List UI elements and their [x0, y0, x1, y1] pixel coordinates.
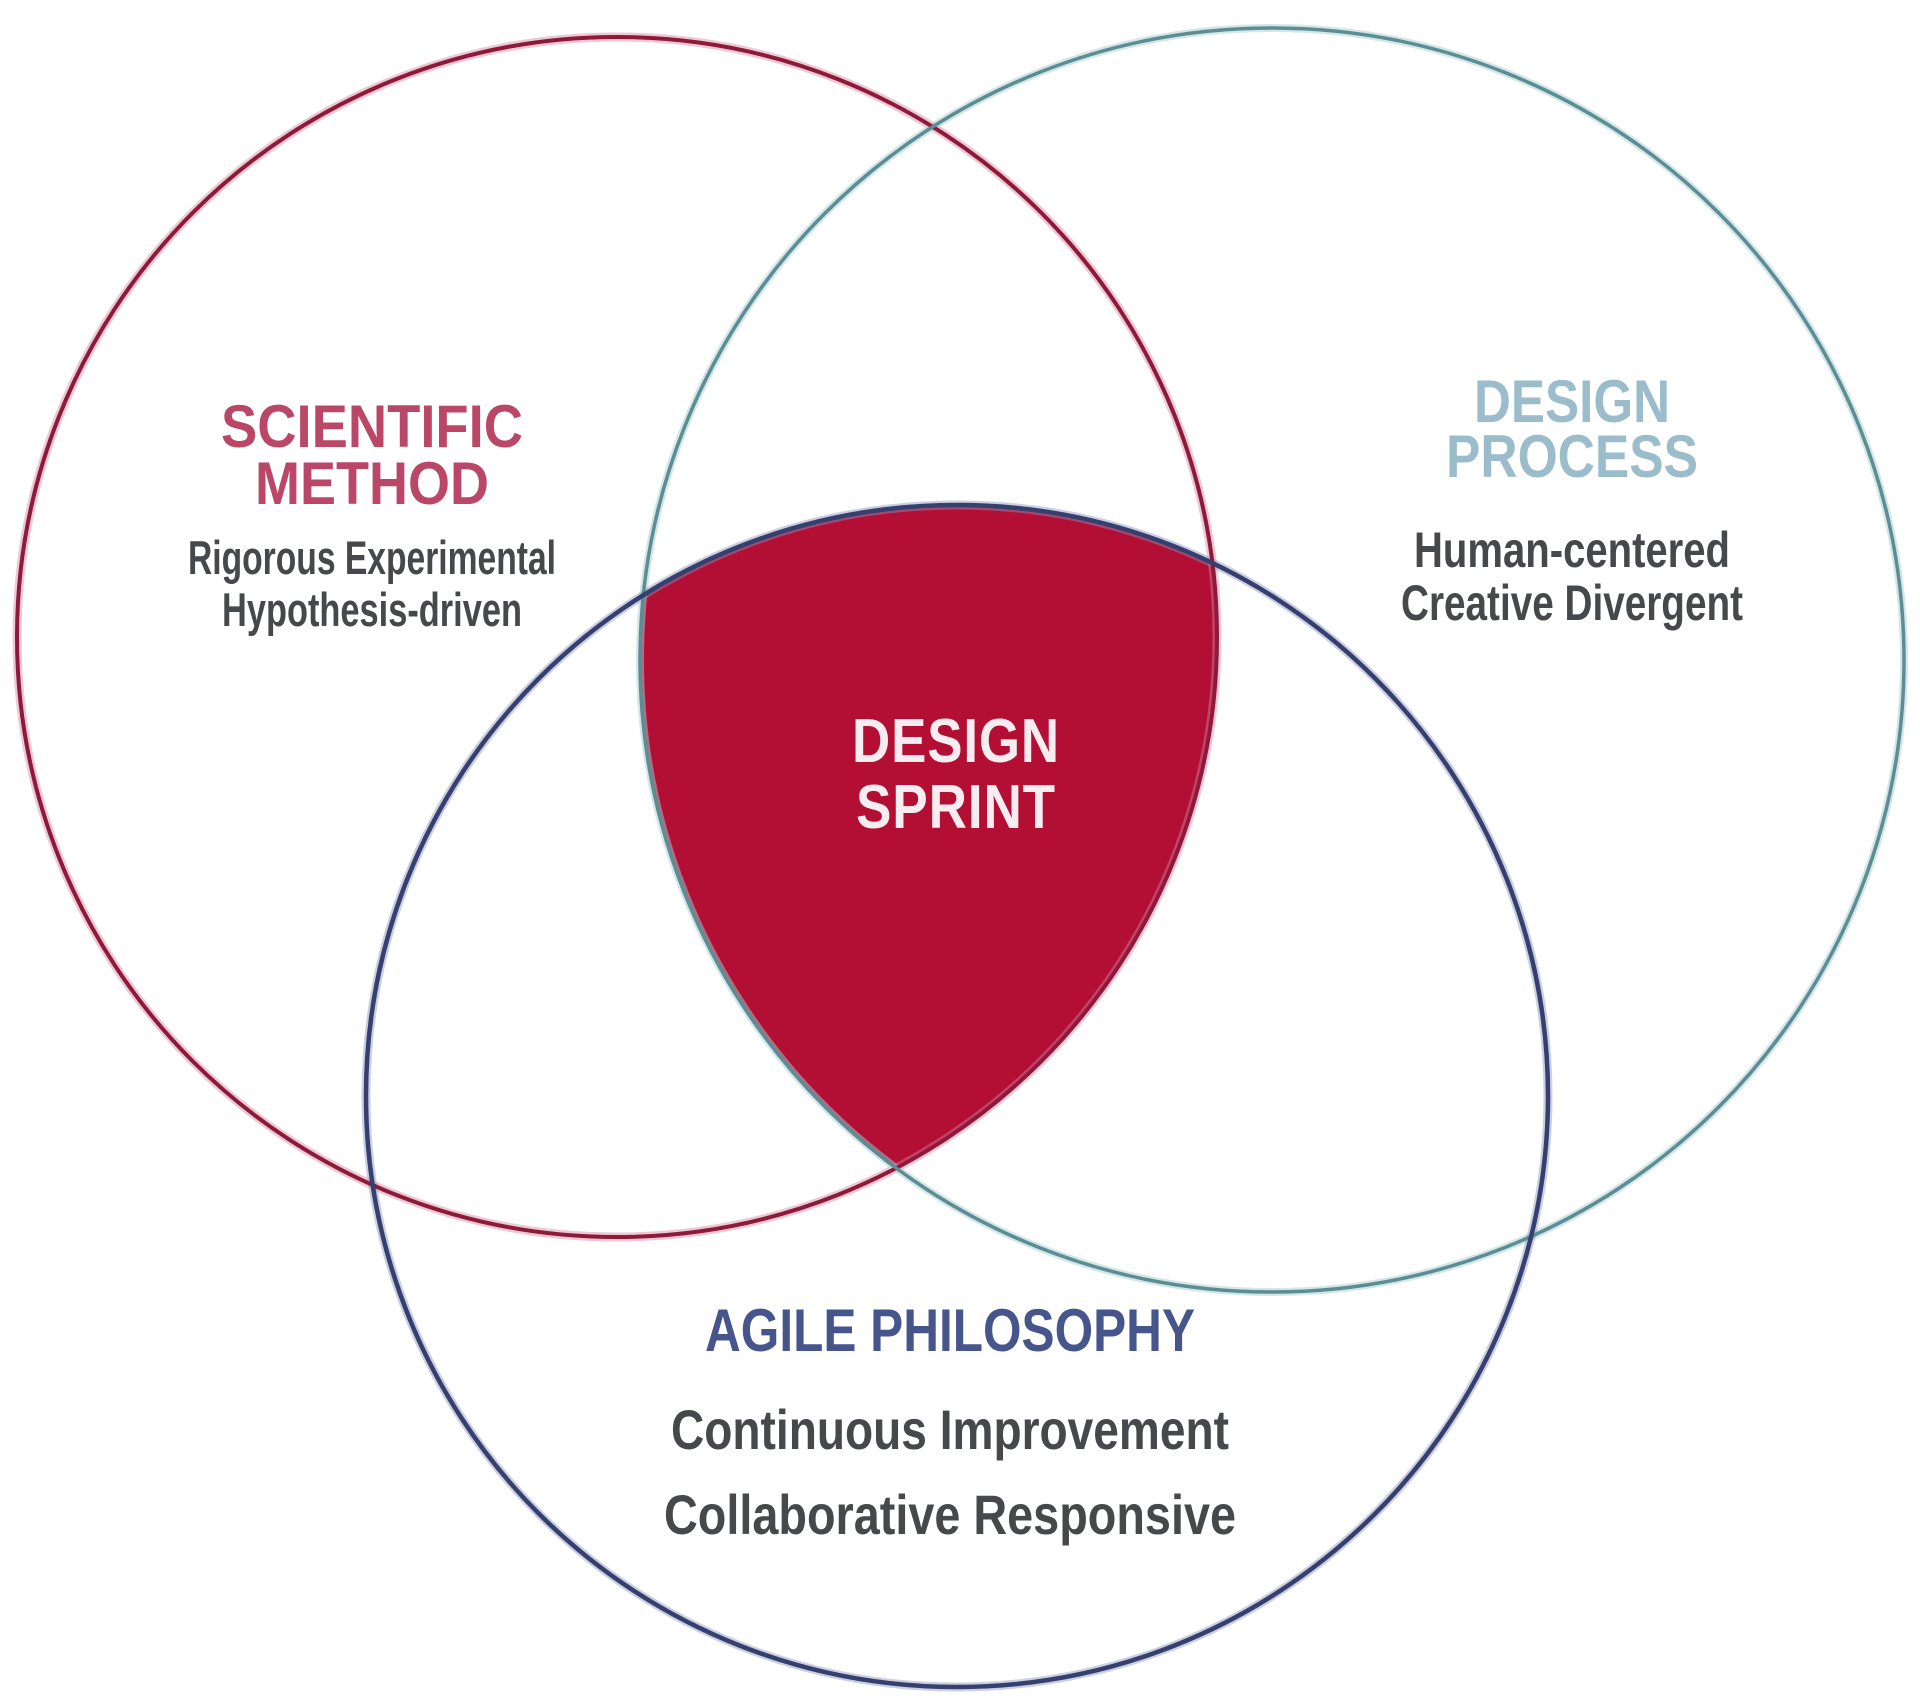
design-process-subtitle-line1: Human-centered [1414, 522, 1730, 578]
scientific-method-subtitle-line1: Rigorous Experimental [188, 531, 556, 584]
agile-philosophy-circle [363, 502, 1551, 1690]
agile-philosophy-subtitle: Continuous Improvement Collaborative Res… [664, 1398, 1236, 1546]
agile-philosophy-title-text: AGILE PHILOSOPHY [705, 1297, 1195, 1364]
scientific-method-subtitle: Rigorous Experimental Hypothesis-driven [188, 531, 556, 636]
scientific-method-circle [15, 35, 1219, 1239]
scientific-method-title-line2: METHOD [255, 450, 489, 517]
agile-philosophy-title: AGILE PHILOSOPHY [705, 1297, 1195, 1364]
scientific-method-title: SCIENTIFIC METHOD [221, 393, 523, 517]
design-sprint-label: DESIGN SPRINT [852, 707, 1060, 842]
design-process-subtitle: Human-centered Creative Divergent [1401, 522, 1743, 631]
design-sprint-label-line1: DESIGN [852, 707, 1060, 776]
design-sprint-label-line2: SPRINT [856, 773, 1056, 842]
triple-intersection-clip-group [640, 505, 1217, 1237]
agile-philosophy-subtitle-line2: Collaborative Responsive [664, 1483, 1236, 1546]
design-process-subtitle-line2: Creative Divergent [1401, 575, 1743, 631]
design-process-title-line2: PROCESS [1446, 423, 1698, 490]
scientific-method-subtitle-line2: Hypothesis-driven [222, 583, 522, 636]
design-process-title-line1: DESIGN [1474, 368, 1670, 435]
design-process-title: DESIGN PROCESS [1446, 368, 1698, 490]
design-process-circle [638, 26, 1906, 1294]
agile-philosophy-subtitle-line1: Continuous Improvement [671, 1398, 1229, 1461]
triple-intersection-shape [640, 505, 1217, 1237]
scientific-method-title-line1: SCIENTIFIC [221, 393, 523, 460]
